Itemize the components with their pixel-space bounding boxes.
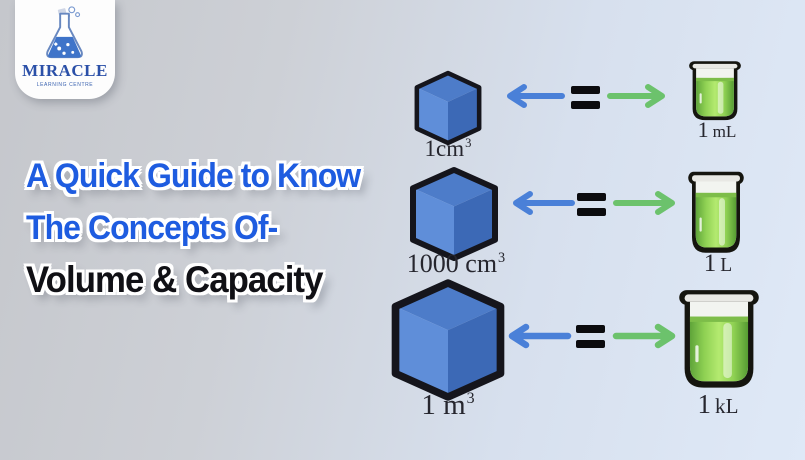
arrow-left-icon — [507, 84, 565, 108]
title-line-1: A Quick Guide to Know — [26, 157, 361, 195]
equals-icon — [577, 193, 606, 216]
arrow-right-icon — [612, 323, 676, 349]
cube-label-exponent: 3 — [465, 136, 472, 151]
arrow-left-icon — [513, 191, 575, 215]
logo-card: MIRACLE LEARNING CENTRE — [15, 0, 115, 99]
cube-icon — [414, 70, 482, 146]
beaker-label-unit: L — [720, 255, 733, 276]
equals-icon — [571, 86, 600, 109]
cube-label: 1000 cm3 — [396, 249, 516, 279]
cube-label-exponent: 3 — [498, 250, 506, 267]
cube-icon — [391, 279, 505, 401]
cube-label-exponent: 3 — [466, 390, 475, 408]
equals-icon — [576, 325, 605, 348]
cube-label-text: 1cm — [424, 136, 465, 161]
flask-icon — [46, 6, 83, 59]
arrow-right-icon — [607, 84, 665, 108]
beaker-label-unit: mL — [712, 122, 737, 141]
title-line-2: The Concepts Of- — [26, 209, 278, 247]
beaker-icon — [689, 61, 741, 121]
beaker-label-unit: kL — [715, 394, 739, 418]
beaker-label-value: 1 — [703, 250, 717, 277]
beaker-icon — [688, 171, 744, 253]
logo-tagline: LEARNING CENTRE — [36, 82, 94, 88]
arrow-left-icon — [508, 323, 572, 349]
cube-label-text: 1000 cm — [406, 249, 498, 278]
beaker-label-value: 1 — [697, 117, 709, 142]
cube-label-text: 1 m — [421, 389, 466, 421]
beaker-icon — [679, 290, 759, 388]
page-title: A Quick Guide to Know The Concepts Of- V… — [26, 150, 382, 306]
cube-label: 1 m3 — [386, 389, 510, 422]
arrow-right-icon — [613, 191, 675, 215]
logo-brand: MIRACLE — [22, 61, 108, 80]
beaker-label-value: 1 — [697, 389, 712, 419]
cube-icon — [410, 166, 498, 262]
cube-label: 1cm3 — [396, 136, 500, 161]
title-line-3: Volume & Capacity — [26, 259, 323, 300]
